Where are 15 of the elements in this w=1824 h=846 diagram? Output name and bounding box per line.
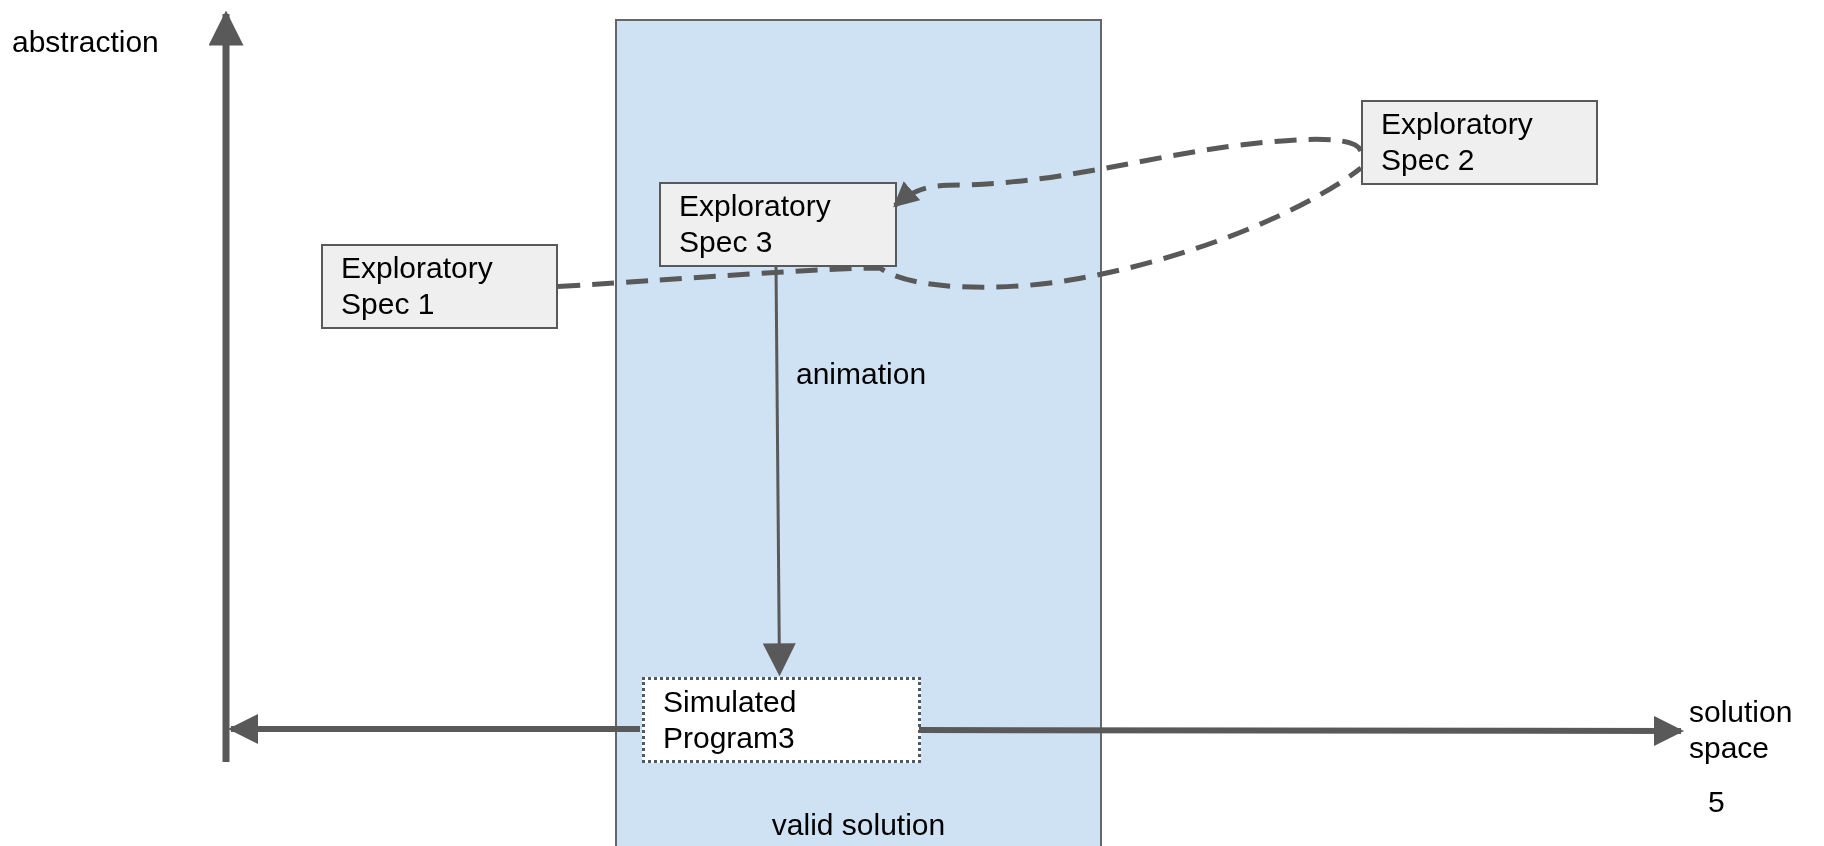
spec-box — [1361, 100, 1598, 185]
spec-box — [659, 182, 897, 267]
page-number: 5 — [1708, 784, 1725, 820]
box-label: Exploratory Spec 1 — [341, 250, 494, 322]
arrow — [893, 136, 1363, 208]
arrow — [762, 265, 796, 677]
box-label: Simulated Program3 — [663, 684, 798, 756]
program-box — [642, 677, 921, 763]
region-label: valid solution — [770, 807, 947, 843]
box-label: Exploratory Spec 2 — [1381, 106, 1534, 178]
valid-solution-band — [615, 19, 1102, 846]
axis-label: abstraction — [12, 24, 159, 60]
box-label: Exploratory Spec 3 — [679, 188, 832, 260]
axis-label: solution space — [1689, 694, 1794, 766]
spec-box — [321, 244, 558, 329]
